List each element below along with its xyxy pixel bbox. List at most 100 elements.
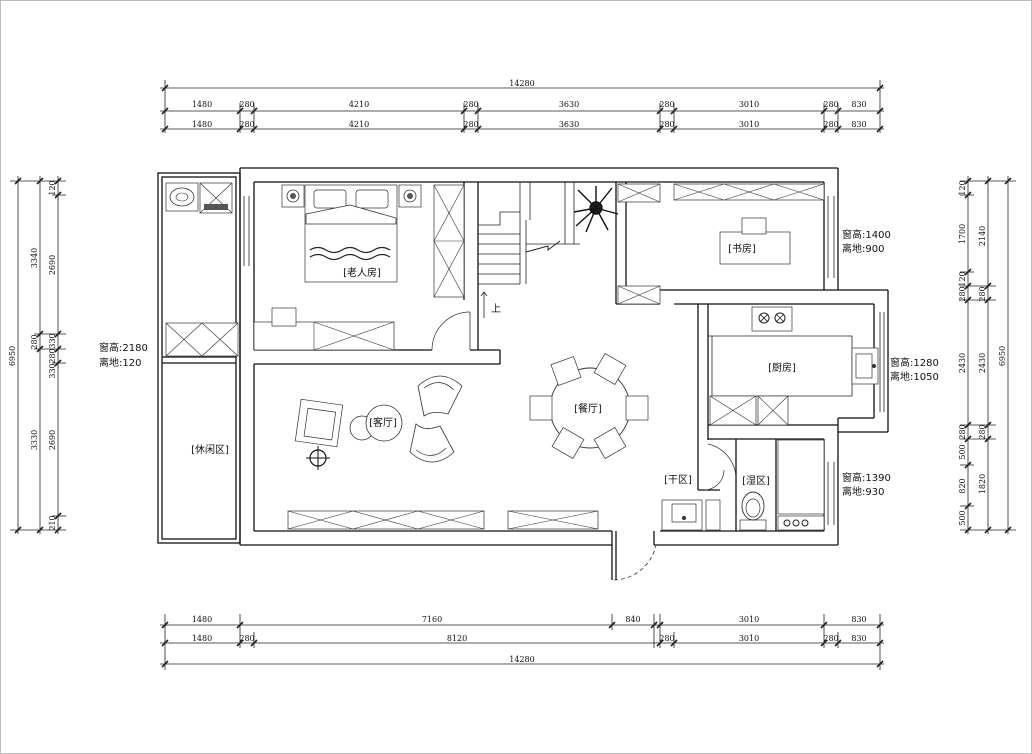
top-row1-dims: 1480 280 4210 280 3630 280 3010 280 830 (192, 100, 867, 109)
vanity-sink-icon (661, 499, 721, 531)
toilet-icon (739, 491, 767, 531)
window-height-text: 窗高:1280 (890, 356, 939, 369)
left-outer-dims: 3340 280 3330 (30, 248, 39, 450)
bottom-row1-dims: 1480 7160 840 3010 830 (192, 615, 867, 624)
leisure-cabinet (165, 322, 239, 357)
dim-label: 2690 (48, 255, 57, 275)
window-note-left: 窗高:2180 离地:120 (99, 341, 148, 369)
dim-label: 2690 (48, 430, 57, 450)
dim-label: 120 (958, 271, 967, 286)
room-label-dining: [餐厅] (574, 402, 602, 415)
dim-label: 3010 (739, 100, 759, 109)
washer-dryer (777, 439, 825, 531)
dim-label: 330 (48, 333, 57, 348)
top-dimensions (160, 80, 884, 133)
right-dimensions (960, 176, 1016, 534)
nightstand-left (281, 184, 305, 208)
room-label-leisure: [休闲区] (191, 443, 229, 456)
dim-label: 280 (659, 120, 674, 129)
study-desk (719, 217, 791, 265)
dim-label: 4210 (349, 100, 369, 109)
elder-room-cabinet (253, 307, 395, 351)
dim-label: 2140 (978, 226, 987, 246)
potted-plant-icon (573, 186, 619, 233)
staircase (478, 182, 580, 318)
dim-label: 830 (851, 120, 866, 129)
dim-label: 280 (659, 634, 674, 643)
right-outer-dims: 2140 280 2430 280 1820 (978, 226, 987, 494)
stove-icon (751, 306, 793, 332)
entrance-door (613, 544, 657, 581)
window-sill-text: 离地:1050 (890, 370, 939, 383)
washbasin (165, 182, 199, 212)
dim-label: 280 (463, 120, 478, 129)
tv-cabinet (287, 510, 485, 530)
bottom-row2-dims: 1480 280 8120 280 3010 280 830 (192, 634, 867, 643)
dim-label: 840 (625, 615, 640, 624)
dim-label: 2430 (978, 353, 987, 373)
room-label-wet-zone: [湿区] (742, 475, 770, 487)
dim-label: 280 (659, 100, 674, 109)
room-label-study: [书房] (728, 242, 756, 255)
dim-label: 280 (239, 634, 254, 643)
sideboard (507, 510, 599, 530)
dim-label: 1480 (192, 634, 212, 643)
nightstand-right (398, 184, 422, 208)
shower-cabinet (199, 182, 233, 214)
dim-label: 280 (48, 348, 57, 363)
window-sill-text: 离地:900 (842, 242, 884, 255)
dim-label: 120 (48, 180, 57, 195)
left-dimensions (10, 176, 66, 534)
dim-label: 500 (958, 510, 967, 525)
right-inner-dims: 120 1700 120 280 2430 280 500 820 500 (958, 180, 967, 525)
room-label-dry-zone: [干区] (664, 474, 692, 486)
dim-label: 280 (239, 120, 254, 129)
double-bed (304, 184, 398, 283)
lounge-chair-bottom (409, 423, 455, 463)
study-cabinet-left (617, 183, 661, 305)
dim-label: 280 (30, 334, 39, 349)
dim-label: 500 (958, 444, 967, 459)
dim-label: 210 (48, 515, 57, 530)
left-inner-dims: 120 2690 330 280 330 2690 210 (48, 180, 57, 530)
dining-table (529, 352, 649, 460)
dim-label: 3330 (30, 430, 39, 450)
study-bookshelf (673, 183, 825, 201)
room-label-living: [客厅] (369, 416, 397, 429)
dim-label: 280 (958, 424, 967, 439)
window-height-text: 窗高:1400 (842, 228, 891, 241)
dim-label: 1480 (192, 100, 212, 109)
dim-label: 1480 (192, 615, 212, 624)
bath-door (703, 443, 737, 491)
dim-label: 3630 (559, 100, 579, 109)
left-total-dim: 6950 (8, 346, 17, 366)
dim-label: 7160 (422, 615, 442, 624)
dim-label: 280 (978, 424, 987, 439)
room-label-elder: [老人房] (343, 266, 381, 279)
stair-up-label: 上 (491, 303, 501, 315)
dim-label: 3630 (559, 120, 579, 129)
dim-label: 4210 (349, 120, 369, 129)
dim-label: 280 (958, 286, 967, 301)
top-total-dim: 14280 (509, 79, 534, 88)
kitchen-sink-icon (851, 347, 879, 385)
floor-lamp-icon (306, 446, 330, 470)
coffee-table (349, 404, 403, 442)
window-sill-text: 离地:930 (842, 485, 884, 498)
dim-label: 3010 (739, 634, 759, 643)
dim-label: 2430 (958, 353, 967, 373)
bottom-total-dim: 14280 (509, 655, 534, 664)
dim-label: 280 (978, 286, 987, 301)
window-note-bath: 窗高:1390 离地:930 (842, 471, 891, 498)
dim-label: 3340 (30, 248, 39, 268)
dim-label: 280 (823, 100, 838, 109)
window-note-kitchen: 窗高:1280 离地:1050 (890, 356, 939, 383)
wardrobe (433, 184, 465, 298)
armchair-left (294, 398, 344, 448)
dim-label: 820 (958, 478, 967, 493)
windows (243, 196, 885, 525)
dim-label: 830 (851, 615, 866, 624)
fridge (709, 395, 789, 426)
window-height-text: 窗高:1390 (842, 471, 891, 484)
